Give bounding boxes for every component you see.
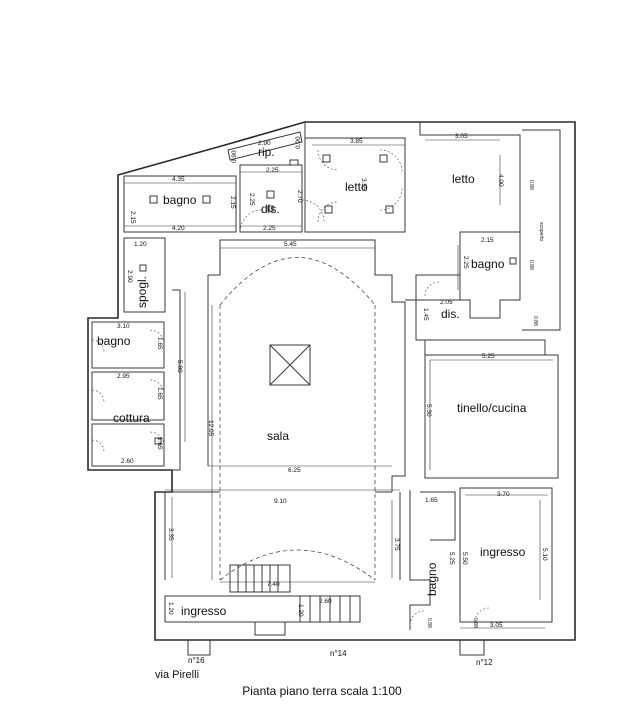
dim-label: 3.70 [497, 491, 510, 498]
dim-label: 1.65 [156, 387, 163, 400]
dim-label: 0.88 [528, 180, 534, 190]
dim-label: 4.20 [172, 225, 185, 232]
dim-label: 3.05 [455, 133, 468, 140]
dim-label: 4.35 [172, 176, 185, 183]
dim-label: 0.90 [231, 150, 238, 163]
dim-label: 0.88 [528, 260, 534, 270]
dim-label: 3.55 [360, 178, 367, 191]
room-spogl: spogl. [135, 276, 149, 308]
dim-label: 2.25 [266, 167, 279, 174]
civic-number-16: n°16 [188, 656, 205, 665]
civic-number-12: n°12 [476, 658, 493, 667]
dim-label: 2.25 [263, 225, 276, 232]
dim-label: 5.10 [541, 548, 548, 561]
room-dis-1: dis. [261, 202, 280, 216]
dim-label: 2.15 [481, 237, 494, 244]
exterior-walls [87, 121, 576, 641]
dim-label: 12.05 [207, 420, 214, 437]
street-name: via Pirelli [155, 669, 199, 680]
dim-label: 0.88 [532, 316, 538, 326]
dim-label: 3.05 [490, 622, 503, 629]
lower-block [164, 487, 553, 656]
floor-plan: rip. letto letto bagno dis. spogl. bagno… [87, 121, 576, 680]
dim-label: 1.45 [422, 308, 429, 321]
sala-block [207, 239, 406, 581]
room-letto-1: letto [345, 180, 368, 194]
room-dis-2: dis. [441, 307, 460, 321]
dim-label: 2.25 [248, 193, 255, 206]
top-left-block [123, 131, 406, 313]
dim-label: 5.30 [425, 404, 432, 417]
dim-label: 2.15 [229, 196, 236, 209]
dim-label: 5.50 [461, 552, 468, 565]
dim-label: 3.10 [117, 323, 130, 330]
room-ingresso-1: ingresso [181, 604, 227, 618]
dim-label: 2.70 [296, 190, 303, 203]
dim-label: 2.60 [319, 598, 332, 605]
dim-label: 3.75 [393, 538, 400, 551]
dim-label: 2.15 [129, 211, 136, 224]
dim-label: 5.45 [284, 241, 297, 248]
dim-label: 0.90 [295, 136, 302, 149]
room-rip: rip. [258, 145, 275, 159]
room-letto-2: letto [452, 172, 475, 186]
dim-label: 6.25 [288, 467, 301, 474]
dim-label: 3.35 [167, 528, 174, 541]
tinello-block [424, 339, 559, 479]
dim-label: 2.60 [121, 458, 134, 465]
room-bagno-3: bagno [97, 334, 131, 348]
dim-label: 1.20 [134, 241, 147, 248]
dim-label: 5.25 [482, 353, 495, 360]
room-ingresso-2: ingresso [480, 545, 526, 559]
dim-label: 1.65 [156, 437, 163, 450]
label-scoperto: scoperto [538, 222, 544, 241]
dim-label: 0.88 [472, 618, 478, 628]
dim-label: 1.65 [425, 497, 438, 504]
fixtures [139, 154, 517, 445]
external-labels: n°16 n°14 n°12 via Pirelli [155, 649, 493, 680]
dim-label: 2.90 [126, 270, 133, 283]
dim-label: 9.10 [274, 498, 287, 505]
dim-label: 1.65 [156, 337, 163, 350]
dim-label: 2.05 [440, 299, 453, 306]
room-tinello-cucina: tinello/cucina [457, 401, 527, 415]
room-bagno-2: bagno [471, 257, 505, 271]
room-labels: rip. letto letto bagno dis. spogl. bagno… [97, 145, 544, 618]
room-bagno-1: bagno [163, 193, 197, 207]
dim-label: 5.25 [448, 552, 455, 565]
dim-label: 2.95 [117, 373, 130, 380]
dim-label: 1.20 [297, 604, 304, 617]
civic-number-14: n°14 [330, 649, 347, 658]
room-bagno-4: bagno [425, 562, 439, 596]
dim-label: 3.85 [350, 138, 363, 145]
right-upper-block [405, 122, 561, 341]
dim-label: 1.20 [167, 602, 174, 615]
dim-label: 0.88 [426, 618, 432, 628]
left-service-block [91, 289, 181, 471]
dim-label: 7.40 [267, 581, 280, 588]
dim-label: 4.00 [497, 174, 504, 187]
dimension-labels: 2.90 0.90 0.90 2.25 3.85 3.05 4.35 2.15 … [117, 133, 548, 629]
dim-label: 2.90 [258, 140, 271, 147]
room-cottura: cottura [113, 411, 150, 425]
room-sala: sala [267, 429, 289, 443]
dim-label: 2.25 [462, 256, 469, 269]
plan-caption: Pianta piano terra scala 1:100 [242, 684, 402, 698]
dimension-lines [124, 139, 553, 629]
dim-label: 5.80 [176, 360, 183, 373]
